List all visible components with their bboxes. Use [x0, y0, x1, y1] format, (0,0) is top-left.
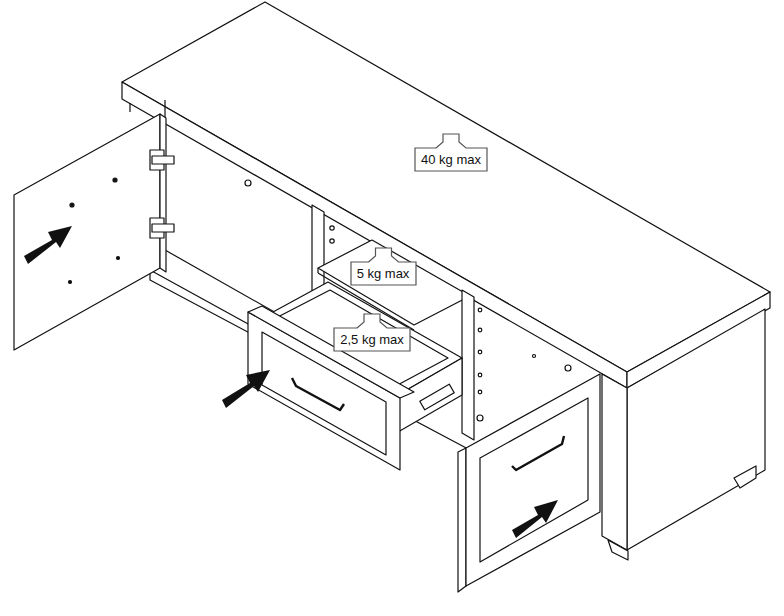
door-handle [512, 436, 564, 470]
dowel-hole [565, 365, 571, 371]
leg [734, 466, 756, 488]
weight-shape [334, 314, 410, 351]
hinge [152, 156, 174, 164]
right-door-panel [480, 398, 588, 562]
left-door [14, 114, 160, 350]
push-arrow [512, 500, 558, 538]
door-hole [117, 257, 120, 260]
interior-edge [129, 103, 130, 112]
weight-shape [415, 134, 487, 171]
right-side-panel [627, 309, 765, 550]
top-front-edge [122, 82, 627, 388]
door-hole [70, 203, 74, 207]
shelf-pin-hole [478, 390, 482, 394]
dowel-hole [245, 180, 251, 186]
door-hole [113, 178, 117, 182]
weight-limit-icon: 5 kg max [350, 247, 417, 286]
drawer-handle [292, 378, 344, 410]
divider-panel [462, 290, 474, 440]
dowel-hole [477, 415, 483, 421]
shelf-pin-hole [478, 350, 482, 354]
floor-edge [150, 270, 250, 325]
push-arrow [222, 370, 270, 408]
shelf-edge [317, 268, 318, 273]
shelf-pin-hole [330, 226, 334, 230]
shelf-pin-hole [478, 328, 482, 332]
left-door-edge [160, 114, 166, 272]
text-holder: 40 kg max [414, 133, 488, 172]
hinge [152, 224, 174, 232]
weight-shape [351, 248, 416, 285]
pin-hole [533, 355, 536, 358]
leg [608, 540, 628, 560]
right-door-edge [458, 448, 466, 592]
weight-label: 40 kg max [414, 152, 488, 168]
weight-limit-icon: 2,5 kg max [333, 313, 411, 352]
weight-label: 2,5 kg max [333, 332, 411, 348]
push-arrow [24, 226, 72, 264]
weight-limit-icon: 40 kg max [414, 133, 488, 172]
weight-label: 5 kg max [350, 266, 417, 282]
drawer-slide [420, 384, 454, 410]
door-hole [69, 281, 72, 284]
right-door [466, 374, 600, 586]
shelf-pin-hole [330, 239, 334, 243]
shelf-pin-hole [478, 308, 482, 312]
shelf-pin-hole [478, 373, 482, 377]
right-front-edge [602, 374, 627, 550]
text-holder: 5 kg max [350, 247, 417, 286]
text-holder: 2,5 kg max [333, 313, 411, 352]
